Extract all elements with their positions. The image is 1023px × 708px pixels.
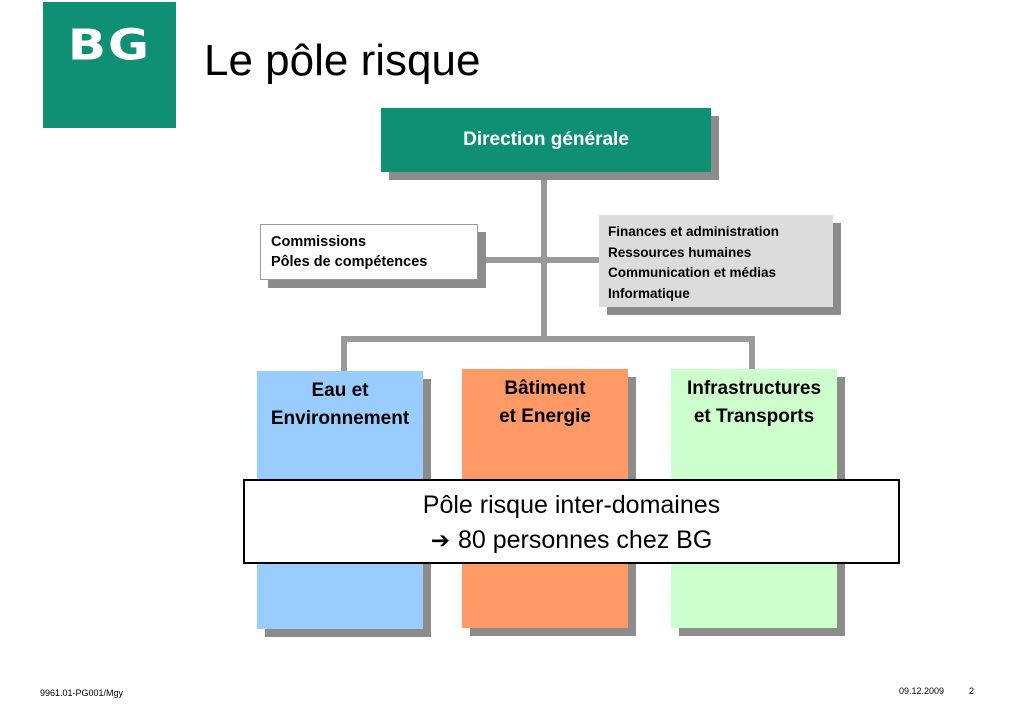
domain-label-line1: Infrastructures (686, 378, 822, 399)
staff-item: Informatique (608, 285, 690, 301)
staff-horizontal-connector (478, 257, 599, 263)
domains-horizontal-connector (341, 336, 755, 342)
staff-item: Communication et médias (608, 265, 777, 280)
domain-label-line2: et Energie (499, 406, 591, 427)
direction-generale-label: Direction générale (463, 129, 629, 150)
drop-connector-infra (749, 336, 755, 369)
staff-item: Ressources humaines (608, 244, 752, 260)
domain-label-line1: Eau et (311, 380, 369, 401)
footer-date: 09.12.2009 (899, 686, 945, 696)
arrow-right-icon: ➔ (430, 527, 450, 553)
staff-item: Pôles de compétences (271, 254, 428, 270)
staff-item: Commissions (271, 234, 367, 250)
staff-item: Finances et administration (608, 224, 780, 239)
callout-line1: Pôle risque inter-domaines (422, 491, 721, 519)
pole-risque-callout: Pôle risque inter-domaines ➔ 80 personnes… (243, 479, 900, 564)
bg-logo: BG (43, 2, 176, 128)
callout-line2: 80 personnes chez BG (457, 526, 713, 554)
domain-label-line2: et Transports (693, 406, 815, 427)
direction-generale-box: Direction générale (381, 108, 711, 172)
commissions-box: Commissions Pôles de compétences (260, 224, 478, 280)
footer-reference: 9961.01-PG001/Mgy (40, 688, 124, 698)
domain-label-line1: Bâtiment (504, 378, 586, 399)
drop-connector-eau (341, 336, 347, 371)
finances-box: Finances et administration Ressources hu… (599, 215, 833, 307)
domain-label-line2: Environnement (270, 408, 410, 429)
page-number: 2 (969, 686, 975, 696)
vertical-trunk-connector (541, 172, 547, 340)
callout-line2-row: ➔ 80 personnes chez BG (245, 523, 898, 558)
page-title: Le pôle risque (204, 36, 481, 85)
logo-text: BG (67, 20, 152, 70)
